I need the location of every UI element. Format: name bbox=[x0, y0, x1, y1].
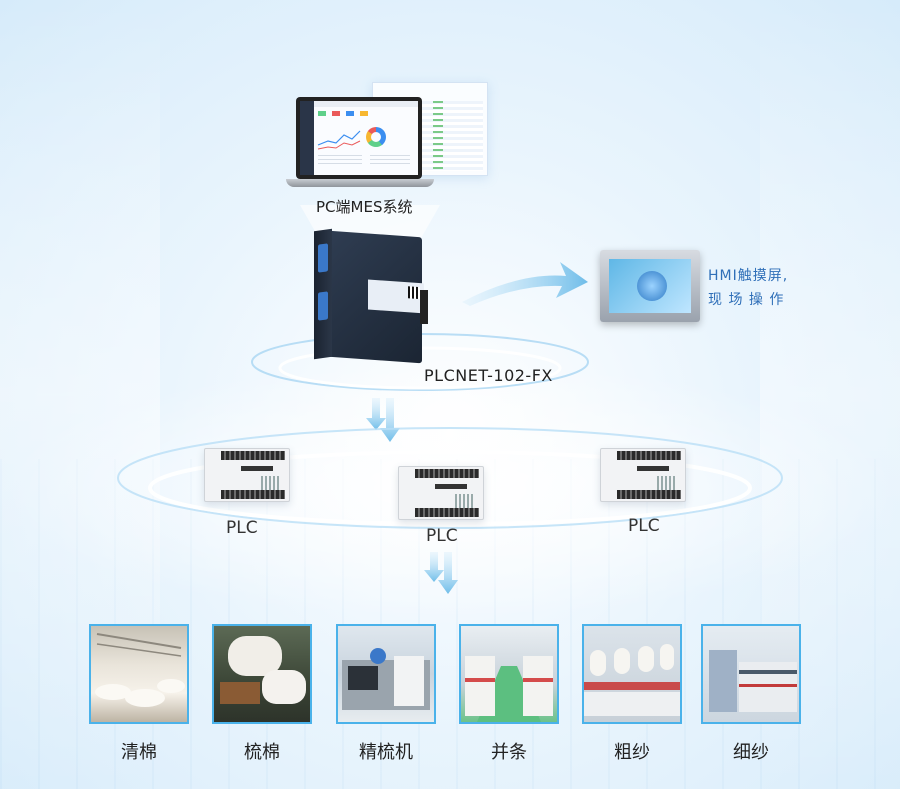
plc-brand-plate bbox=[241, 466, 273, 471]
plc-status-leds bbox=[455, 494, 475, 508]
process-label: 并条 bbox=[491, 742, 527, 763]
process-photo-spinning bbox=[701, 624, 801, 724]
process-label: 梳棉 bbox=[244, 742, 280, 763]
plc-down-arrow bbox=[366, 398, 386, 430]
process-label: 细纱 bbox=[733, 742, 769, 763]
mes-donut-chart bbox=[366, 127, 386, 147]
serial-port-icon bbox=[318, 243, 328, 273]
process-photo-cotton-cleaning bbox=[89, 624, 189, 724]
plc-down-arrow bbox=[380, 398, 400, 442]
mes-data-grid bbox=[417, 101, 483, 171]
plcnet-gateway-device bbox=[314, 228, 428, 364]
hmi-arrow bbox=[462, 262, 588, 306]
plc-label: PLC bbox=[628, 516, 660, 536]
process-down-arrow bbox=[424, 552, 444, 582]
plc-brand-plate bbox=[435, 484, 467, 489]
plc-brand-plate bbox=[637, 466, 669, 471]
process-label: 粗纱 bbox=[614, 742, 650, 763]
process-photo-carding bbox=[212, 624, 312, 724]
qr-code-icon bbox=[408, 286, 420, 300]
plc-terminal-strip bbox=[617, 451, 681, 460]
process-down-arrow bbox=[438, 552, 458, 594]
gateway-side bbox=[314, 228, 332, 360]
plc-ring-outer bbox=[117, 427, 783, 529]
hmi-screen bbox=[609, 259, 691, 313]
process-label: 清棉 bbox=[121, 742, 157, 763]
plc-status-leds bbox=[657, 476, 677, 490]
serial-port-icon bbox=[318, 291, 328, 321]
plc-terminal-strip bbox=[415, 469, 479, 478]
plc-device bbox=[204, 448, 290, 502]
process-photo-drawing bbox=[459, 624, 559, 724]
mes-sidebar bbox=[300, 101, 314, 175]
gateway-cable bbox=[420, 290, 428, 324]
plc-label: PLC bbox=[426, 526, 458, 546]
laptop-base bbox=[286, 179, 434, 187]
plc-device bbox=[398, 466, 484, 520]
mes-dashboard bbox=[300, 101, 418, 175]
hmi-touchscreen bbox=[600, 250, 700, 322]
gateway-body bbox=[328, 230, 424, 364]
plc-status-leds bbox=[261, 476, 281, 490]
mes-laptop bbox=[286, 97, 434, 191]
hmi-label: HMI触摸屏, 现 场 操 作 bbox=[708, 268, 789, 308]
plc-terminal-strip bbox=[617, 490, 681, 499]
process-label: 精梳机 bbox=[359, 742, 413, 763]
mes-line-chart bbox=[317, 111, 410, 164]
laptop-screen bbox=[296, 97, 422, 179]
plc-terminal-strip bbox=[221, 451, 285, 460]
gateway-label: PLCNET-102-FX bbox=[424, 366, 553, 385]
process-photo-combing-machine bbox=[336, 624, 436, 724]
plc-terminal-strip bbox=[221, 490, 285, 499]
plc-device bbox=[600, 448, 686, 502]
mes-label: PC端MES系统 bbox=[316, 198, 413, 216]
plc-terminal-strip bbox=[415, 508, 479, 517]
process-photo-roving bbox=[582, 624, 682, 724]
mes-topbar bbox=[314, 101, 418, 107]
plc-ring-inner bbox=[148, 450, 752, 526]
plc-label: PLC bbox=[226, 518, 258, 538]
